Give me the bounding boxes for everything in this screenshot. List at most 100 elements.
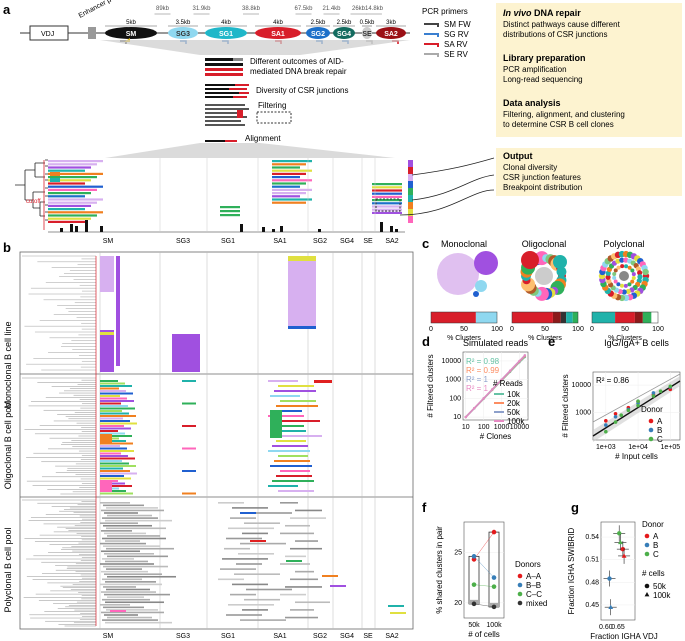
y-tick-label: 20	[454, 600, 462, 607]
cluster-strip	[408, 188, 413, 195]
row-label-oligoclonal: Oligoclonal B cell pool	[3, 401, 13, 490]
tick-label: 100	[572, 326, 584, 333]
read-oligo-sm	[100, 475, 124, 477]
read-oligo-sm	[100, 420, 130, 422]
cluster-circle	[623, 283, 628, 288]
read-oligo-sa1	[278, 385, 314, 387]
data-point	[500, 378, 503, 381]
read-sa1	[272, 182, 306, 185]
read-poly	[105, 621, 172, 624]
y-tick-label: 100	[449, 395, 461, 402]
read-poly	[101, 591, 156, 593]
read-oligo-sm	[100, 405, 128, 407]
segment-label: SG1	[219, 31, 233, 38]
legend-label: B–B	[526, 581, 541, 590]
read-poly	[285, 524, 310, 527]
read-poly	[295, 570, 314, 573]
outcomes-text-2: mediated DNA break repair	[250, 67, 347, 76]
panel-label-c: c	[422, 236, 429, 251]
read-oligo-sa1	[274, 460, 310, 462]
cluster-bar-frame	[430, 311, 498, 324]
read-oligo-sm	[100, 465, 136, 467]
data-point-B	[608, 604, 614, 609]
primer-swatch	[424, 23, 439, 27]
cluster-circle	[623, 257, 629, 263]
read-oligo-sa1	[270, 465, 312, 467]
read-oligo-sm	[100, 412, 129, 415]
outcomes-text-1: Different outcomes of AID-	[250, 57, 344, 66]
cluster-fraction-segment	[560, 312, 567, 323]
legend-label: 10k	[507, 390, 521, 399]
axis-label: SE	[363, 238, 373, 245]
legend-label: A–A	[526, 572, 542, 581]
read-poly	[100, 542, 146, 545]
read-poly	[103, 606, 144, 609]
read-sa2	[372, 202, 402, 205]
read-poly	[104, 512, 138, 514]
panel-c-title: Polyclonal	[603, 239, 644, 249]
vdj-label: VDJ	[41, 31, 54, 38]
data-point-B	[607, 576, 612, 581]
read-poly	[226, 537, 262, 540]
cluster-fraction-segment	[566, 312, 573, 323]
cluster-circle	[474, 251, 498, 275]
x-axis-label: # of cells	[468, 630, 500, 639]
read-sm	[48, 198, 103, 201]
read-sa1	[272, 198, 312, 201]
read-oligo-sa1	[270, 430, 306, 432]
dendrogram-branch	[34, 162, 45, 178]
filtering-reads	[205, 104, 249, 126]
cluster-circle	[627, 265, 632, 270]
info-box-line: PCR amplification	[503, 65, 567, 74]
legend-title: # Reads	[493, 379, 523, 388]
cluster-circle	[624, 264, 629, 269]
read-oligo-sg2	[314, 380, 332, 383]
read-oligo-sg1	[182, 380, 196, 382]
read-oligo-sm	[100, 440, 126, 442]
read-oligo-sa1	[278, 420, 320, 422]
data-point	[518, 359, 521, 363]
read-poly	[107, 555, 168, 558]
enhancer-box	[88, 27, 96, 39]
cluster-fraction-segment	[475, 312, 497, 323]
read-poly	[224, 547, 250, 550]
filtering-box	[256, 111, 292, 124]
primer-swatch	[424, 33, 439, 37]
read-oligo-sm	[100, 400, 134, 402]
read-sg1	[220, 206, 240, 209]
read-oligo-sm	[100, 452, 121, 455]
data-point-C	[613, 420, 618, 424]
segment-sm	[105, 27, 157, 39]
legend-swatch	[644, 551, 650, 557]
cluster-strip	[408, 167, 413, 174]
read-poly	[102, 558, 134, 560]
read-oligo-sm	[100, 417, 123, 420]
funnel-shape	[100, 40, 410, 55]
legend-label: A	[653, 532, 659, 541]
read-poly	[102, 598, 150, 601]
x-tick-label: 1000	[494, 424, 510, 431]
read-oligo-sm	[100, 380, 118, 382]
read-poly	[106, 547, 174, 550]
legend-label: 50k	[507, 408, 521, 417]
cluster-circle	[631, 276, 636, 281]
cluster-circle	[553, 255, 567, 269]
read-oligo-sm	[100, 462, 129, 465]
panel-d: d Simulated reads10101001001000100010000…	[422, 334, 529, 441]
y-tick-label: 10	[453, 414, 461, 421]
axis-label: SG4	[340, 238, 354, 245]
read-poly-accent	[110, 610, 126, 612]
info-box-line: Distinct pathways cause different	[503, 20, 621, 29]
primer-label: SE RV	[444, 50, 469, 59]
read-oligo-sm	[100, 472, 137, 475]
legend-title: Donors	[515, 560, 541, 569]
read-poly	[290, 547, 322, 550]
read-oligo-sa1	[278, 490, 314, 492]
read-sa1	[272, 185, 300, 188]
read-oligo-sm	[100, 490, 126, 492]
panel-c-title: Oligoclonal	[522, 239, 567, 249]
read-sm-teal	[50, 178, 60, 182]
read-sa2	[372, 192, 402, 195]
